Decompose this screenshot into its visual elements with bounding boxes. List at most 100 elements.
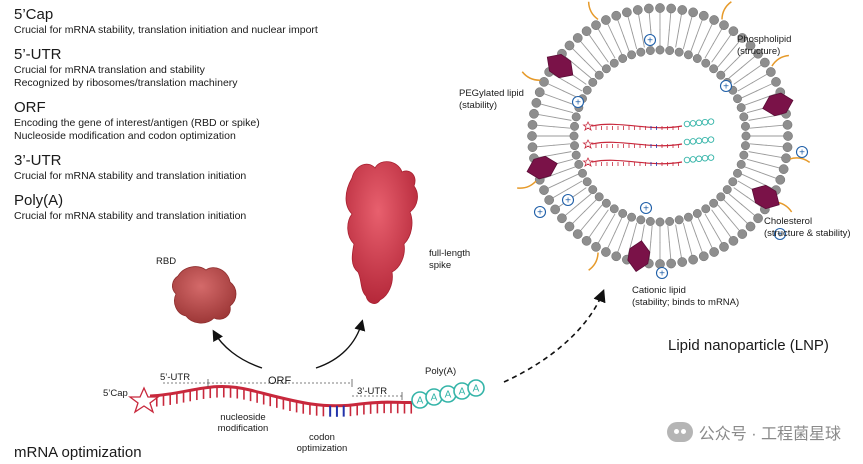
plus-icon: + — [723, 82, 729, 93]
peg-chain — [587, 1, 599, 21]
lipid-head — [739, 112, 749, 122]
lipid-head — [709, 198, 719, 208]
lipid-head — [753, 48, 763, 59]
lipid-head — [588, 185, 598, 195]
lipid-head — [645, 217, 655, 226]
lipid-head — [739, 150, 749, 160]
lipid-head — [736, 159, 746, 169]
lipid-head — [550, 204, 560, 215]
plus-icon: + — [565, 196, 571, 207]
rbd-label: RBD — [156, 256, 177, 267]
lipid-head — [622, 7, 632, 18]
polya-letter: A — [445, 390, 452, 401]
polya-letter: A — [473, 384, 480, 395]
lipid-head — [753, 213, 763, 224]
cationic-lipid: + — [795, 145, 809, 159]
peg-label-line1: PEGylated lipid — [459, 88, 524, 99]
section-title: ORF — [14, 99, 46, 116]
cholesterol-hexagon — [526, 155, 558, 180]
lipid-head — [692, 209, 702, 218]
lipid-head — [665, 217, 675, 226]
cationic-lipid: + — [719, 79, 733, 93]
lipid-head — [666, 258, 677, 269]
peg-chain — [588, 252, 599, 271]
lipid-head — [609, 204, 619, 214]
wechat-icon — [666, 422, 693, 442]
cholesterol-label-line2: (structure & stability) — [764, 228, 851, 239]
cap-star-icon — [128, 386, 160, 414]
section-title: 5’-UTR — [14, 46, 62, 63]
mrna-optimization-title: mRNA optimization — [14, 444, 142, 461]
cationic-lipid: + — [533, 205, 547, 219]
arrow-to-spike — [315, 319, 366, 369]
lipid-head — [572, 229, 583, 239]
cationic-lipid: + — [571, 95, 585, 109]
cholesterol-hexagon — [751, 184, 780, 210]
lipid-head — [570, 141, 579, 151]
lipid-head — [582, 85, 592, 95]
lipid-head — [645, 46, 655, 55]
lipid-head — [745, 40, 756, 51]
cationic-lipid: + — [773, 227, 787, 241]
peg-chain — [789, 157, 811, 164]
lipid-head — [601, 15, 611, 25]
orf-label: ORF — [268, 375, 292, 387]
lipid-head — [782, 119, 793, 130]
section-line: Crucial for mRNA stability, translation … — [14, 24, 318, 36]
cationic-lipid: + — [655, 266, 669, 280]
lipid-head — [591, 20, 601, 30]
lipid-head — [611, 10, 622, 21]
lipid-head — [636, 47, 646, 57]
lipid-head — [701, 58, 711, 68]
lipid-head — [591, 242, 601, 252]
lipid-head — [677, 5, 688, 15]
plus-icon: + — [799, 148, 805, 159]
polya-label: Poly(A) — [425, 366, 457, 377]
spike-label-line1: full-length — [429, 248, 471, 259]
lipid-head — [733, 168, 742, 178]
section-line: Crucial for mRNA stability and translati… — [14, 210, 247, 222]
lipid-head — [544, 195, 554, 205]
lipid-head — [571, 150, 581, 160]
lipid-head — [636, 215, 646, 225]
cholesterol-hexagon — [627, 240, 651, 273]
lipid-head — [741, 141, 750, 151]
lipid-head — [570, 121, 579, 131]
lipid-head — [594, 70, 604, 80]
lipid-head — [722, 185, 732, 195]
plus-icon: + — [777, 230, 783, 241]
peg-label-line2: (stability) — [459, 100, 498, 111]
peg-chain — [721, 1, 732, 20]
spike-label-line2: spike — [429, 260, 452, 271]
lipid-head — [578, 168, 587, 178]
lipid-head — [782, 142, 793, 153]
plus-icon: + — [643, 204, 649, 215]
lipid-head — [683, 212, 693, 222]
lipid-head — [539, 185, 549, 195]
cholesterol-shapes — [526, 53, 794, 273]
lnp-title: Lipid nanoparticle (LNP) — [668, 337, 829, 354]
utr5-label: 5’-UTR — [160, 372, 191, 383]
lipid-head — [733, 94, 742, 104]
lipid-head — [632, 5, 643, 15]
section-title: Poly(A) — [14, 192, 64, 209]
codon-label-line2: optimization — [296, 443, 348, 454]
lipid-head — [611, 251, 622, 262]
lipid-head — [601, 198, 611, 208]
lipid-head — [737, 33, 748, 43]
lipid-head — [665, 46, 675, 55]
lipid-head — [557, 213, 567, 224]
legend: 5’Cap Crucial for mRNA stability, transl… — [14, 6, 414, 232]
section-3utr: 3’-UTR Crucial for mRNA stability and tr… — [14, 152, 414, 183]
mrna-bases — [155, 386, 413, 417]
lipid-head — [719, 20, 729, 30]
lipid-head — [527, 119, 538, 130]
section-5cap: 5’Cap Crucial for mRNA stability, transl… — [14, 6, 414, 37]
section-5utr: 5’-UTR Crucial for mRNA translation and … — [14, 46, 414, 90]
mini-mrna — [582, 118, 715, 131]
lipid-head — [666, 3, 677, 14]
lipid-head — [741, 131, 751, 141]
section-orf: ORF Encoding the gene of interest/antige… — [14, 99, 414, 143]
section-line: Encoding the gene of interest/antigen (R… — [14, 117, 260, 129]
